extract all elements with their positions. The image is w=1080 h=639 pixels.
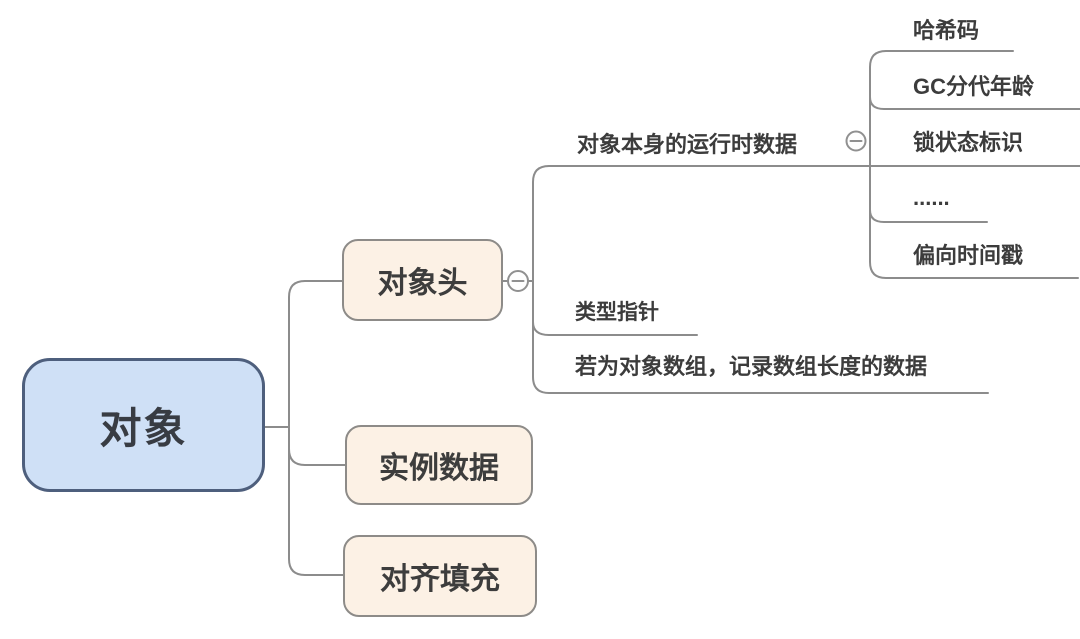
- connector-level3-trunk: [869, 50, 1079, 279]
- topic-instance-data[interactable]: 实例数据: [345, 425, 533, 505]
- connector-level2-trunk: [532, 165, 989, 394]
- topic-alignment-padding[interactable]: 对齐填充: [343, 535, 537, 617]
- leaf-biased-timestamp[interactable]: 偏向时间戳: [913, 243, 1024, 268]
- leaf-lock-state-flag[interactable]: 锁状态标识: [913, 130, 1024, 155]
- topic-object-header[interactable]: 对象头: [342, 239, 503, 321]
- collapse-button-object-header[interactable]: [507, 270, 529, 292]
- root-topic-object[interactable]: 对象: [22, 358, 265, 492]
- leaf-ellipsis[interactable]: ......: [913, 185, 950, 210]
- topic-array-length-data[interactable]: 若为对象数组，记录数组长度的数据: [575, 354, 928, 379]
- topic-type-pointer[interactable]: 类型指针: [575, 301, 659, 324]
- connector-gc-age-line: [869, 96, 1080, 110]
- topic-runtime-data[interactable]: 对象本身的运行时数据: [577, 132, 798, 157]
- leaf-gc-generational-age[interactable]: GC分代年龄: [913, 74, 1035, 99]
- collapse-button-runtime-data[interactable]: [845, 130, 867, 152]
- connector-branch-instance-data: [288, 448, 346, 466]
- connector-level1-trunk: [288, 280, 344, 576]
- leaf-hash-code[interactable]: 哈希码: [913, 18, 980, 43]
- connector-ellipsis-line: [869, 209, 988, 223]
- connector-type-pointer-line: [532, 321, 698, 336]
